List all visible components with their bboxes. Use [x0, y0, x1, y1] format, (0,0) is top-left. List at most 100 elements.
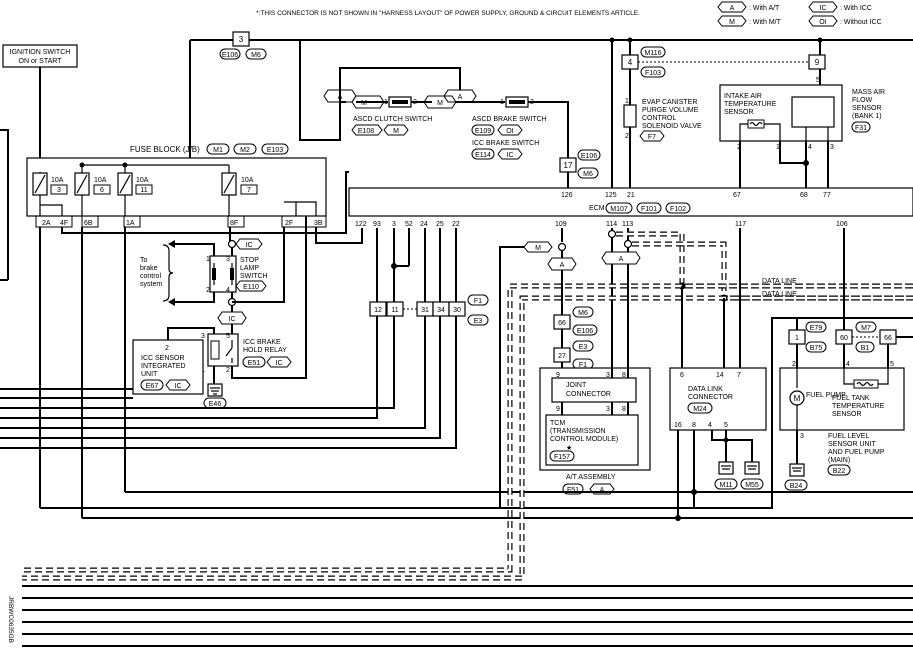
dlc-line1: DATA LINK: [688, 386, 723, 393]
e106-conn-num: 17: [564, 161, 573, 170]
evap-solenoid: 4 M116 F103 1 2 EVAP CANISTER PURGE VOLU…: [609, 37, 808, 188]
dlc-ground-m11: M11: [719, 482, 732, 489]
at-assembly-conn: F51: [567, 487, 579, 494]
maf-title4: (BANK 1): [852, 113, 882, 120]
fuel-temp-line3: SENSOR: [832, 411, 862, 418]
ignition-line2: ON or START: [19, 58, 63, 65]
ecm-conn-f102: F102: [670, 206, 686, 213]
fuse-block: FUSE BLOCK (J/B) M1 M2 E103 10A 3 10A 6 …: [26, 143, 327, 228]
mid-conn-30: 30: [453, 307, 461, 314]
stop-lamp-switch: IC 1 2 3 4 STOP LAMP SWITCH E110 To brak…: [140, 238, 268, 312]
tcm-line2: (TRANSMISSION: [550, 428, 606, 435]
joint-conn-e106: E106: [577, 328, 593, 335]
maf-conn-f31: F31: [855, 125, 867, 132]
icc-sensor-ic: IC: [175, 383, 182, 390]
maf-pin1: 1: [776, 144, 780, 151]
evap-pin1: 1: [625, 98, 629, 105]
ecm-pin-3: 3: [392, 221, 396, 228]
fuse-3-rating: 10A: [51, 177, 64, 184]
stop-lamp-ic: IC: [246, 242, 253, 249]
ecm-top-pin-68: 68: [800, 192, 808, 199]
fuel-pin2: 2: [792, 361, 796, 368]
header-note: *:THIS CONNECTOR IS NOT SHOWN IN "HARNES…: [256, 10, 640, 17]
icc-sensor-line3: UNIT: [141, 371, 158, 378]
stop-lamp-pin3: 3: [226, 256, 230, 263]
brake-conn-oi: OI: [506, 128, 513, 135]
ecm-top-pin-77: 77: [823, 192, 831, 199]
stop-lamp-line3: SWITCH: [240, 273, 268, 280]
fuel-unit-line2: SENSOR UNIT: [828, 441, 877, 448]
fuel-unit-line4: (MAIN): [828, 457, 850, 464]
fuse-7-num: 7: [247, 187, 251, 194]
fuel-unit-line1: FUEL LEVEL: [828, 433, 869, 440]
icc-sensor-conn: E67: [146, 383, 159, 390]
stop-lamp-conn: E110: [243, 284, 259, 291]
maf-title1: MASS AIR: [852, 89, 885, 96]
legend-text-a: : With A/T: [749, 5, 780, 12]
stop-lamp-pin4: 4: [226, 287, 230, 294]
evap-line2: PURGE VOLUME: [642, 107, 699, 114]
ecm-pin-122: 122: [355, 221, 367, 228]
fuse-term-3b: 3B: [314, 220, 323, 227]
fuel-pin3: 3: [800, 433, 804, 440]
tcm-conn: F157: [554, 454, 570, 461]
relay-line1: ICC BRAKE: [243, 339, 281, 346]
fuel-unit-line3: AND FUEL PUMP: [828, 449, 885, 456]
maf-pin3: 3: [830, 144, 834, 151]
fuel-level-sensor-unit: 1 E79 B75 60 M7 B1 66 2 4 5 M FUEL PUMP …: [694, 228, 913, 509]
stop-lamp-line2: LAMP: [240, 265, 259, 272]
relay-pin5: 5: [226, 333, 230, 340]
brake-switch-pin1: 1: [500, 99, 504, 106]
joint-conn-66: 66: [558, 320, 566, 327]
evap-conn-m116: M116: [645, 50, 662, 57]
ecm-top-pin-67: 67: [733, 192, 741, 199]
icc-sensor-line2: INTEGRATED: [141, 363, 186, 370]
tcm-line3: CONTROL MODULE): [550, 436, 618, 443]
fuse-block-conn-e103: E103: [267, 147, 283, 154]
ecm-pin-52: 52: [405, 221, 413, 228]
evap-line1: EVAP CANISTER: [642, 99, 697, 106]
legend-symbol-m: M: [729, 19, 735, 26]
relay-conn: E51: [248, 360, 261, 367]
joint-pill-m: M: [535, 245, 541, 252]
ignition-switch: IGNITION SWITCH ON or START: [2, 44, 78, 68]
stop-lamp-pin2: 2: [206, 287, 210, 294]
ecm-conn-m107: M107: [610, 206, 628, 213]
joint-pin3-top: 3: [606, 372, 610, 379]
ecm-pin-114: 114: [606, 221, 617, 228]
ecm-pin-109: 109: [555, 221, 567, 228]
ecm-pin-113: 113: [622, 221, 633, 228]
mid-conn-11: 11: [391, 307, 398, 314]
ecm-top-pin-125: 125: [605, 192, 617, 199]
joint-connector: M A 66 M6 E106 27 E3 F1 9 3 8 JOINT CONN…: [499, 228, 651, 508]
icc-sensor-pin: 2: [165, 345, 169, 352]
fuel-unit-conn: B22: [833, 468, 846, 475]
joint-pin8-bot: 8: [622, 406, 626, 413]
evap-conn-f103: F103: [645, 70, 661, 77]
fuse-output-wires: [39, 171, 913, 519]
brake-control-line2: brake: [140, 265, 158, 272]
dlc-pin14: 14: [716, 372, 724, 379]
tcm-star: ★: [566, 444, 572, 452]
fuse-block-title: FUSE BLOCK (J/B): [130, 145, 200, 154]
icc-brake-hold-relay: IC 3 5 1 2 ICC BRAKE HOLD RELAY E51 IC: [167, 216, 307, 384]
legend-symbol-a: A: [730, 5, 735, 12]
fuse-6-num: 6: [100, 187, 104, 194]
e106-conn-c2: M6: [583, 171, 593, 178]
fuse-term-2a: 2A: [42, 220, 51, 227]
pill-m-clutch: M: [361, 100, 367, 107]
ascd-switches: A A M 1 2 M ASCD CLUTCH SWITCH E108 M 1 …: [299, 40, 601, 199]
fuse-6-rating: 10A: [94, 177, 107, 184]
fuel-pump-motor: M: [794, 394, 801, 403]
maf-conn-num: 9: [815, 58, 820, 67]
joint-pin9-top: 9: [556, 372, 560, 379]
pill-a-left: A: [338, 94, 343, 101]
fuse-term-1a: 1A: [126, 220, 135, 227]
dlc-pin8: 8: [692, 422, 696, 429]
maf-sensor: 9 5 INTAKE AIR TEMPERATURE SENSOR MASS A…: [719, 37, 885, 188]
middle-connectors: 12 11 31 34 30 F1 E3: [0, 228, 489, 449]
maf-iat-line1: INTAKE AIR: [724, 93, 762, 100]
fuel-ground-b24: B24: [790, 483, 803, 490]
relay-line2: HOLD RELAY: [243, 347, 287, 354]
